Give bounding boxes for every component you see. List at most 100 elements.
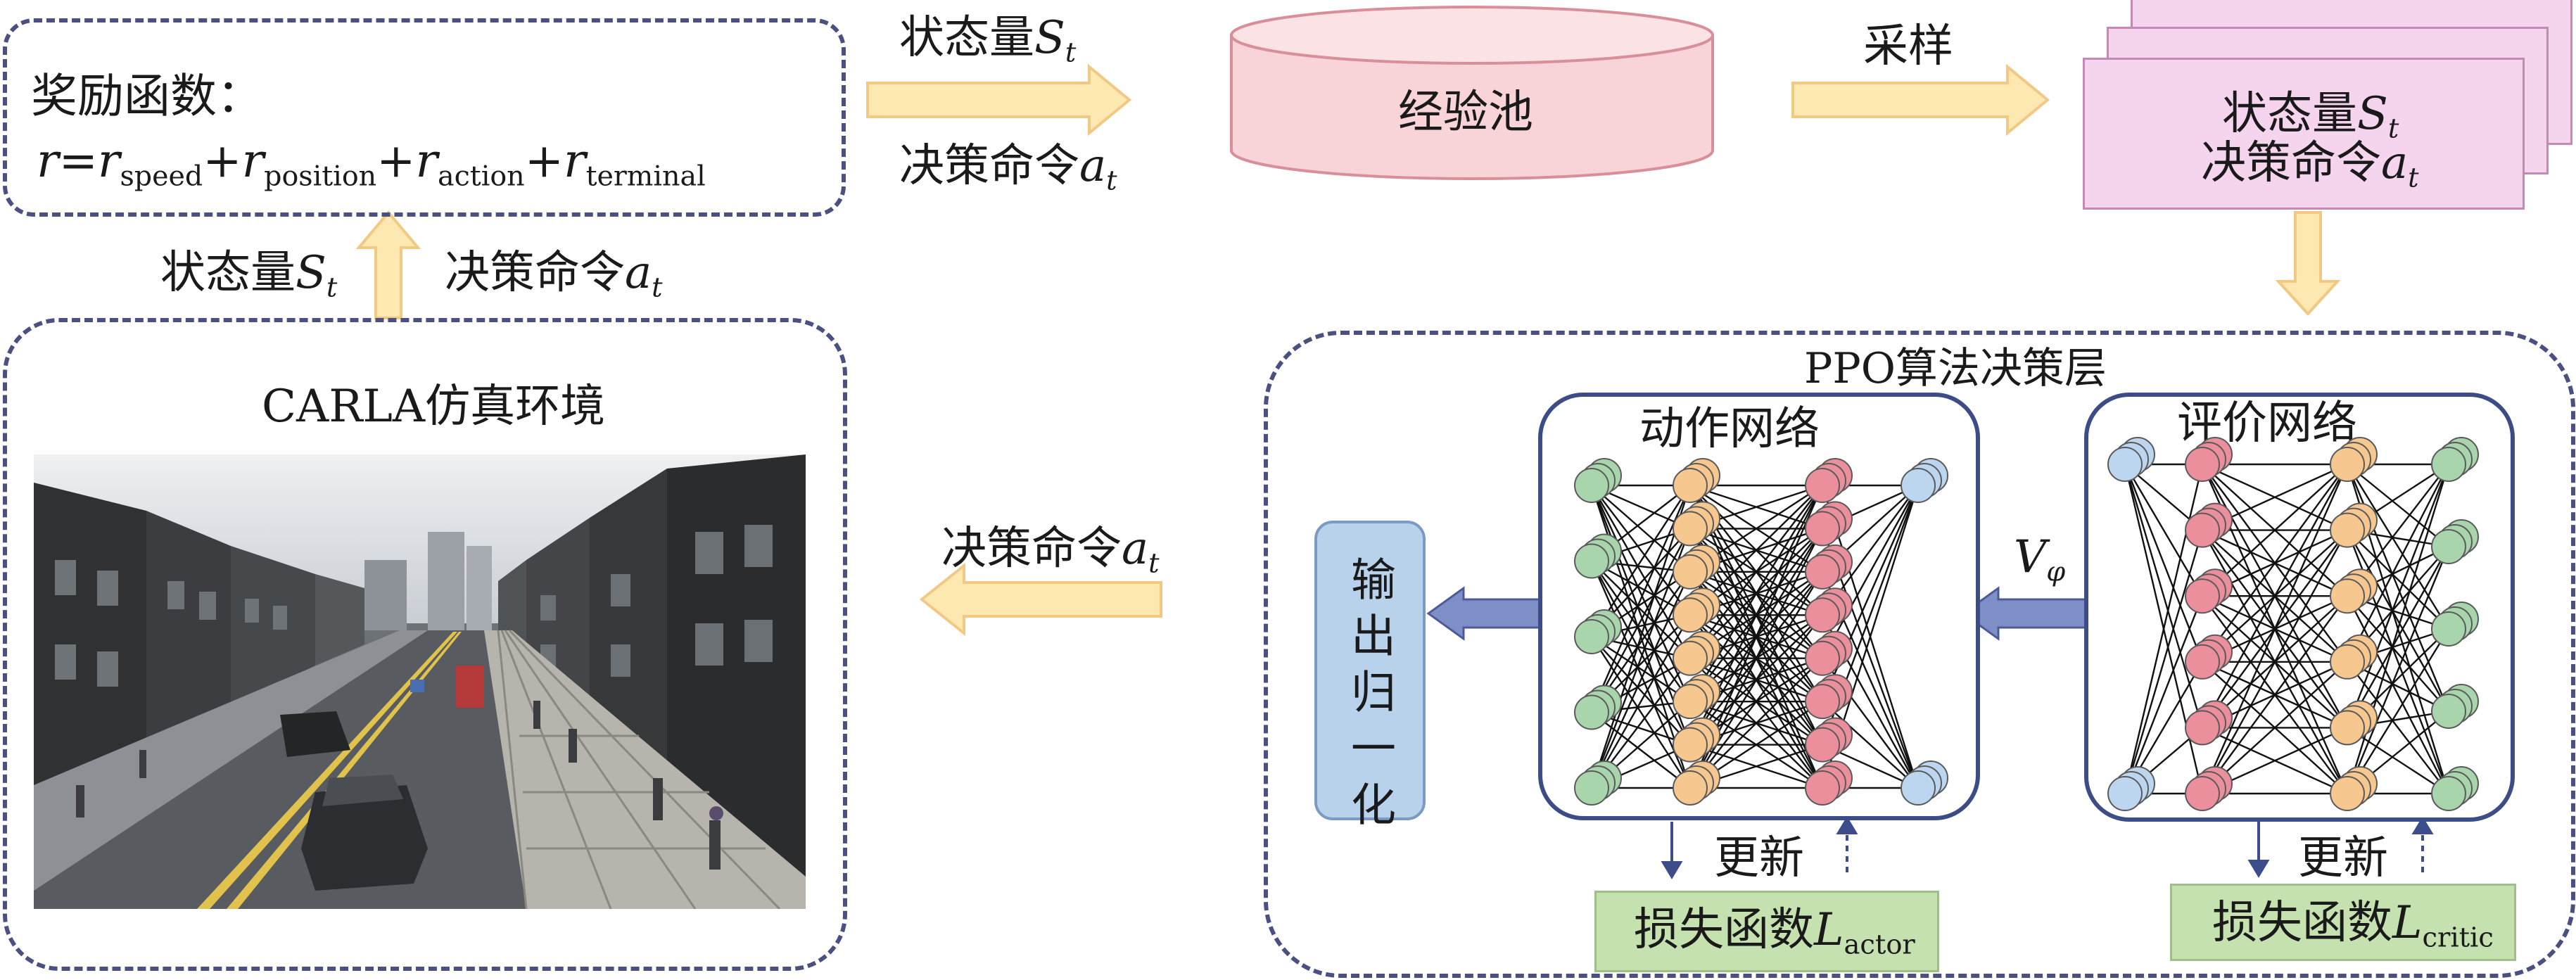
critic-edge [2201, 464, 2349, 728]
car-mid [280, 711, 350, 757]
critic-edge [2202, 464, 2348, 663]
batch-cmd-label: 决策命令at [2201, 137, 2419, 194]
critic-edge [2347, 464, 2449, 547]
critic-node [2330, 710, 2365, 746]
critic-edge [2124, 595, 2204, 794]
critic-node [2330, 447, 2365, 482]
critic-edge [2346, 464, 2450, 728]
critic-node [2330, 512, 2365, 548]
critic-node [2431, 529, 2466, 564]
actor-node [1805, 640, 1840, 676]
actor-edge [1591, 636, 1691, 746]
reward-title: 奖励函数： [31, 69, 263, 123]
actor-loss-label: 损失函数Lactor [1634, 904, 1915, 961]
actor-node [1901, 770, 1936, 806]
actor-edge [1689, 571, 1824, 789]
actor-node [1901, 468, 1936, 503]
actor-node [1805, 511, 1840, 547]
carla-title: CARLA仿真环境 [262, 381, 606, 433]
critic-node [2107, 447, 2143, 482]
critic-edge [2346, 464, 2450, 663]
v-phi-label: Vφ [2014, 531, 2066, 588]
actor-node [1673, 597, 1708, 633]
output-normalization-box [1314, 521, 1426, 820]
actor-node [1673, 640, 1708, 676]
actor-node [1673, 554, 1708, 590]
actor-edge [1590, 571, 1692, 789]
actor-node [1805, 770, 1840, 806]
actor-edge [1689, 485, 1823, 659]
critic-node [2330, 644, 2365, 680]
critic-edge [2346, 530, 2450, 712]
critic-node [2330, 578, 2365, 614]
actor-network-title: 动作网络 [1639, 403, 1820, 455]
critic-edge [2202, 595, 2348, 794]
experience-pool-label: 经验池 [1398, 87, 1533, 139]
actor-edge [1689, 614, 1823, 789]
actor-edge [1590, 485, 1692, 659]
critic-node [2431, 611, 2466, 647]
arrow-env-to-reward [355, 210, 421, 319]
critic-connections [2124, 463, 2450, 795]
actor-edge [1591, 485, 1691, 616]
street-scene-drawing [34, 454, 806, 909]
actor-edge [1590, 636, 1692, 789]
actor-node [1805, 554, 1840, 590]
critic-node [2185, 710, 2220, 746]
actor-node [1574, 694, 1609, 730]
critic-node [2431, 447, 2466, 482]
actor-edge [1821, 485, 1920, 659]
ppo-title: PPO算法决策层 [1804, 344, 2107, 393]
label-cmd-top: 决策命令at [899, 140, 1117, 197]
actor-node [1805, 684, 1840, 720]
actor-loss-box [1594, 891, 1939, 972]
critic-edge [2201, 464, 2349, 794]
actor-edge [1590, 560, 1692, 746]
critic-edge [2346, 546, 2450, 728]
actor-node [1805, 597, 1840, 633]
output-normalization-label: 输出归一化 [1343, 556, 1395, 837]
actor-node [1574, 468, 1609, 503]
critic-node [2185, 447, 2220, 482]
ppo-decision-layer-box [1264, 331, 2575, 978]
arrow-batch-down [2275, 211, 2341, 316]
label-cmd-left: 决策命令at [445, 247, 663, 304]
actor-node [1673, 684, 1708, 720]
critic-node [2185, 578, 2220, 614]
critic-network-title: 评价网络 [2177, 397, 2357, 450]
actor-node [1574, 619, 1609, 654]
reward-formula: r=rspeed+rposition+raction+rterminal [37, 134, 706, 193]
actor-edge [1590, 485, 1692, 702]
actor-node [1805, 468, 1840, 503]
critic-loss-box [2170, 884, 2516, 961]
arrow-reward-to-pool [866, 63, 1132, 136]
arrow-cmd-to-env [919, 562, 1162, 637]
actor-edge [1590, 614, 1692, 789]
critic-update-label: 更新 [2298, 832, 2388, 884]
actor-node [1805, 727, 1840, 763]
critic-node [2185, 644, 2220, 680]
label-state-left: 状态量St [160, 247, 338, 304]
actor-edge [1591, 485, 1691, 573]
reward-function-box [3, 18, 846, 217]
arrow-sampling [1791, 63, 2050, 136]
critic-node [2431, 776, 2466, 811]
label-cmd-env: 决策命令at [941, 523, 1160, 580]
critic-node [2185, 512, 2220, 548]
critic-edge [2346, 464, 2450, 630]
actor-node [1673, 727, 1708, 763]
red-bus [456, 666, 484, 708]
actor-edge [1591, 560, 1691, 659]
actor-update-label: 更新 [1714, 832, 1804, 884]
batch-state-label: 状态量St [2222, 88, 2399, 145]
actor-edge [1591, 635, 1691, 703]
critic-edge [2346, 546, 2450, 794]
actor-node [1574, 770, 1609, 806]
critic-edge [2201, 530, 2349, 794]
critic-edge [2346, 628, 2450, 794]
critic-node [2330, 776, 2365, 811]
actor-edge [1590, 528, 1692, 713]
